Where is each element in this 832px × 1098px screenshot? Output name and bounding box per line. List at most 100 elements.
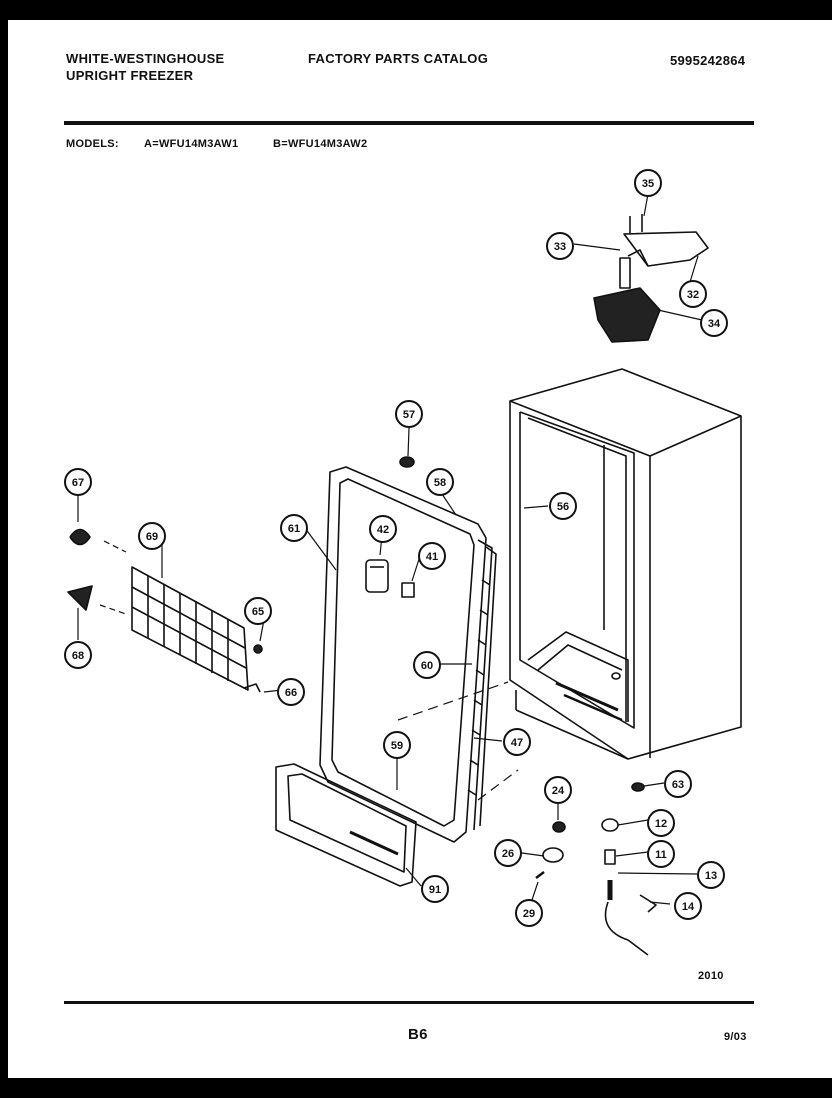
callout-circle xyxy=(138,522,166,550)
callout-33: 33 xyxy=(546,232,574,260)
callout-35: 35 xyxy=(634,169,662,197)
catalog-sheet: WHITE-WESTINGHOUSE UPRIGHT FREEZER FACTO… xyxy=(8,20,832,1078)
callout-circle xyxy=(634,169,662,197)
callout-label: 68 xyxy=(72,650,84,662)
callout-label: 47 xyxy=(511,737,523,749)
callout-label: 66 xyxy=(285,687,297,699)
callout-24: 24 xyxy=(544,776,572,804)
callout-circle xyxy=(664,770,692,798)
callout-circle xyxy=(244,597,272,625)
callout-label: 29 xyxy=(523,908,535,920)
callout-circle xyxy=(494,839,522,867)
callout-42: 42 xyxy=(369,515,397,543)
callout-circle xyxy=(395,400,423,428)
callout-circle xyxy=(503,728,531,756)
callout-circle xyxy=(277,678,305,706)
callout-47: 47 xyxy=(503,728,531,756)
callout-label: 41 xyxy=(426,551,438,563)
kick-plate-drawing xyxy=(275,763,417,887)
catalog-title: FACTORY PARTS CATALOG xyxy=(308,51,489,66)
callout-circle xyxy=(369,515,397,543)
callout-label: 13 xyxy=(705,870,717,882)
callout-label: 65 xyxy=(252,606,264,618)
header-rule xyxy=(64,121,754,125)
callout-32: 32 xyxy=(679,280,707,308)
callout-34: 34 xyxy=(700,309,728,337)
callout-label: 34 xyxy=(708,318,721,330)
callout-label: 63 xyxy=(672,779,684,791)
callout-label: 58 xyxy=(434,477,446,489)
callout-circle xyxy=(697,861,725,889)
callout-56: 56 xyxy=(549,492,577,520)
callout-68: 68 xyxy=(64,641,92,669)
callout-63: 63 xyxy=(664,770,692,798)
callout-circle xyxy=(421,875,449,903)
callout-label: 67 xyxy=(72,477,84,489)
callout-61: 61 xyxy=(280,514,308,542)
callout-67: 67 xyxy=(64,468,92,496)
callout-41: 41 xyxy=(418,542,446,570)
callout-circle xyxy=(549,492,577,520)
callout-label: 14 xyxy=(682,901,695,913)
callout-label: 57 xyxy=(403,409,415,421)
callout-label: 35 xyxy=(642,178,654,190)
door-liner-drawing xyxy=(319,466,497,843)
callout-26: 26 xyxy=(494,839,522,867)
callout-label: 32 xyxy=(687,289,699,301)
callout-69: 69 xyxy=(138,522,166,550)
exploded-parts-diagram: 35 33 32 34 57 58 56 67 61 42 41 69 65 68 60 66 59 47 63 24… xyxy=(64,169,742,956)
callout-91: 91 xyxy=(421,875,449,903)
callout-label: 11 xyxy=(655,849,667,861)
brand-line-2: UPRIGHT FREEZER xyxy=(66,68,194,83)
callout-circle xyxy=(413,651,441,679)
figure-number: 2010 xyxy=(698,970,724,982)
callout-60: 60 xyxy=(413,651,441,679)
callout-circle xyxy=(515,899,543,927)
callout-label: 33 xyxy=(554,241,566,253)
page-number: B6 xyxy=(408,1026,428,1043)
callout-label: 12 xyxy=(655,818,667,830)
callout-label: 69 xyxy=(146,531,158,543)
callout-11: 11 xyxy=(647,840,675,868)
callout-label: 24 xyxy=(552,785,565,797)
callout-59: 59 xyxy=(383,731,411,759)
callout-circle xyxy=(64,641,92,669)
callout-12: 12 xyxy=(647,809,675,837)
callout-circle xyxy=(280,514,308,542)
catalog-number: 5995242864 xyxy=(670,53,746,68)
callout-label: 61 xyxy=(288,523,300,535)
drain-tube-drawing xyxy=(601,818,657,956)
callout-circle xyxy=(700,309,728,337)
callout-circle xyxy=(383,731,411,759)
callout-label: 59 xyxy=(391,740,403,752)
callout-13: 13 xyxy=(697,861,725,889)
callout-label: 42 xyxy=(377,524,389,536)
callout-58: 58 xyxy=(426,468,454,496)
callout-label: 91 xyxy=(429,884,441,896)
footer-rule xyxy=(64,1001,754,1004)
models-label: MODELS: xyxy=(66,138,119,150)
model-a: A=WFU14M3AW1 xyxy=(144,138,239,150)
callout-circle xyxy=(418,542,446,570)
brand-line-1: WHITE-WESTINGHOUSE xyxy=(66,51,225,66)
freezer-cabinet-drawing xyxy=(509,368,742,760)
callout-circle xyxy=(546,232,574,260)
callout-label: 56 xyxy=(557,501,569,513)
callout-circle xyxy=(544,776,572,804)
callout-14: 14 xyxy=(674,892,702,920)
callout-66: 66 xyxy=(277,678,305,706)
callout-circle xyxy=(426,468,454,496)
thermostat-bracket-drawing xyxy=(593,214,709,343)
grille-drawing xyxy=(131,566,249,691)
callout-label: 26 xyxy=(502,848,514,860)
callout-circle xyxy=(674,892,702,920)
callout-29: 29 xyxy=(515,899,543,927)
callout-65: 65 xyxy=(244,597,272,625)
callout-circle xyxy=(647,840,675,868)
callout-circle xyxy=(647,809,675,837)
callout-circle xyxy=(64,468,92,496)
callout-label: 60 xyxy=(421,660,433,672)
revision-date: 9/03 xyxy=(724,1031,747,1043)
model-b: B=WFU14M3AW2 xyxy=(273,138,368,150)
